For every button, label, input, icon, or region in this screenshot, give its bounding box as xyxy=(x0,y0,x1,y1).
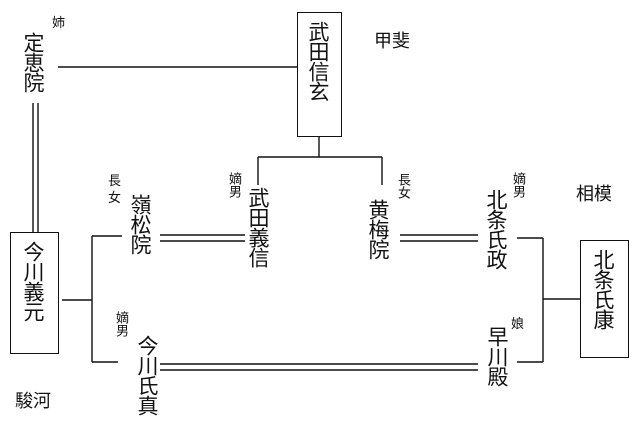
province-suruga: 駿河 xyxy=(15,391,51,412)
hayakawa-relation: 娘 xyxy=(511,317,525,332)
jokeiin-name: 定恵院 xyxy=(21,32,45,92)
reishoin-name: 嶺松院 xyxy=(128,194,152,254)
obaiin-relation: 長女 xyxy=(395,173,410,199)
hojo-ujimasa-name: 北条氏政 xyxy=(484,189,508,269)
takeda-yoshinobu-name: 武田義信 xyxy=(246,187,270,267)
ujimasa-relation: 嫡男 xyxy=(510,172,525,198)
yoshinobu-relation: 嫡男 xyxy=(226,172,241,198)
hayakawa-dono-name: 早川殿 xyxy=(485,326,509,386)
imagawa-ujizane-name: 今川氏真 xyxy=(135,335,159,415)
reishoin-relation-a: 長 xyxy=(108,174,122,189)
reishoin-relation-b: 女 xyxy=(108,191,122,206)
obaiin-name: 黄梅院 xyxy=(366,199,390,259)
takeda-shingen-name: 武田信玄 xyxy=(306,21,330,101)
province-sagami: 相模 xyxy=(576,184,612,205)
takeda-shingen-box: 武田信玄 xyxy=(297,12,342,137)
imagawa-yoshimoto-box: 今川義元 xyxy=(10,232,59,354)
ujizane-relation: 嫡男 xyxy=(113,311,128,337)
imagawa-yoshimoto-name: 今川義元 xyxy=(21,241,45,321)
hojo-ujiyasu-box: 北条氏康 xyxy=(580,240,629,358)
province-kai: 甲斐 xyxy=(374,31,410,52)
hojo-ujiyasu-name: 北条氏康 xyxy=(591,249,615,329)
jokeiin-relation: 姉 xyxy=(52,16,66,31)
